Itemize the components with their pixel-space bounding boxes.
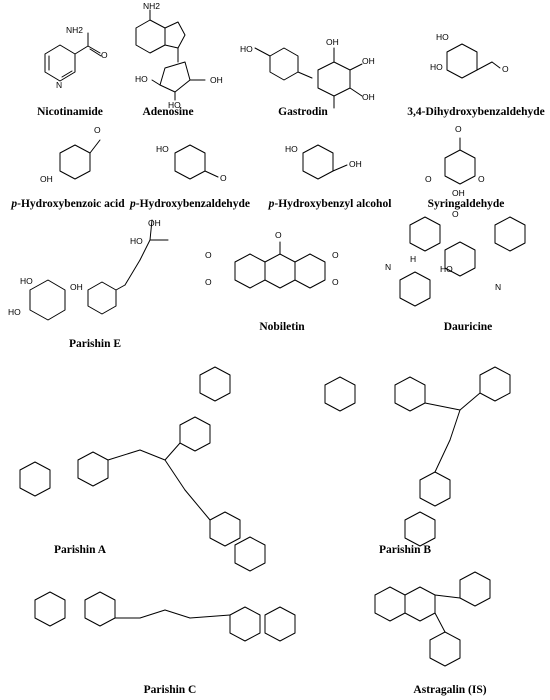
atom-o: O — [275, 230, 282, 240]
atom-o: O — [425, 174, 432, 184]
atom-o: O — [205, 277, 212, 287]
atom-o: O — [94, 125, 101, 135]
label-dauricine: Dauricine — [444, 321, 493, 333]
atom-o: O — [478, 174, 485, 184]
parishin-e-structure: HO HO OH OH HO — [8, 218, 169, 321]
dhba-structure: HO HO O — [430, 32, 509, 79]
parishin-c-structure — [34, 591, 296, 642]
label-phba-acid: p-Hydroxybenzoic acid — [10, 198, 125, 210]
adenosine-structure: NH2 OH HO HO — [135, 1, 223, 110]
atom-ho: HO — [240, 44, 253, 54]
nobiletin-structure: O O O O O — [205, 230, 339, 289]
atom-oh: OH — [70, 282, 83, 292]
label-dhba: 3,4-Dihydroxybenzaldehyde — [407, 106, 544, 118]
label-gastrodin: Gastrodin — [278, 106, 328, 118]
gastrodin-structure: HO OH OH OH — [240, 37, 375, 109]
atom-o: O — [452, 209, 459, 219]
parishin-a-structure — [19, 366, 266, 572]
label-astragalin: Astragalin (IS) — [413, 684, 486, 696]
phba-acid-structure: O OH — [40, 125, 101, 184]
dauricine-structure: O HO N H N — [385, 209, 526, 307]
atom-o: O — [332, 250, 339, 260]
label-parishin-c: Parishin C — [144, 684, 197, 696]
label-syringaldehyde: Syringaldehyde — [428, 198, 505, 210]
label-parishin-a: Parishin A — [54, 544, 107, 556]
atom-ho: HO — [430, 62, 443, 72]
atom-ho: HO — [168, 100, 181, 110]
label-parishin-b: Parishin B — [379, 544, 431, 556]
atom-ho: HO — [8, 307, 21, 317]
atom-ho: HO — [156, 144, 169, 154]
atom-ho: HO — [20, 276, 33, 286]
atom-oh: OH — [40, 174, 53, 184]
atom-ho: HO — [285, 144, 298, 154]
parishin-b-structure — [324, 366, 511, 547]
astragalin-structure — [374, 571, 491, 667]
phbald-structure: HO O — [156, 144, 227, 183]
atom-oh: OH — [362, 56, 375, 66]
atom-ho: HO — [440, 264, 453, 274]
atom-o: O — [205, 250, 212, 260]
atom-oh: OH — [362, 92, 375, 102]
atom-oh: OH — [148, 218, 161, 228]
atom-n: N — [56, 80, 62, 90]
nicotinamide-structure: NH2 O N — [44, 25, 108, 90]
atom-o: O — [502, 64, 509, 74]
atom-oh: OH — [326, 37, 339, 47]
phbalc-structure: HO OH — [285, 144, 362, 180]
label-nicotinamide: Nicotinamide — [37, 106, 103, 118]
atom-h: H — [410, 254, 416, 264]
label-nobiletin: Nobiletin — [259, 321, 305, 333]
atom-n: N — [385, 262, 391, 272]
atom-o: O — [101, 50, 108, 60]
atom-n: N — [495, 282, 501, 292]
atom-ho: HO — [135, 74, 148, 84]
syringaldehyde-structure: O O O OH — [425, 124, 485, 198]
label-adenosine: Adenosine — [142, 106, 193, 118]
atom-oh: OH — [452, 188, 465, 198]
atom-o: O — [455, 124, 462, 134]
atom-nh2: NH2 — [66, 25, 83, 35]
atom-oh: OH — [210, 75, 223, 85]
atom-ho: HO — [130, 236, 143, 246]
atom-oh: OH — [349, 159, 362, 169]
label-phbald: p-Hydroxybenzaldehyde — [129, 198, 250, 210]
label-parishin-e: Parishin E — [69, 338, 121, 350]
atom-nh2: NH2 — [143, 1, 160, 11]
atom-o: O — [220, 173, 227, 183]
label-phbalc: p-Hydroxybenzyl alcohol — [268, 198, 392, 210]
atom-ho: HO — [436, 32, 449, 42]
atom-o: O — [332, 277, 339, 287]
